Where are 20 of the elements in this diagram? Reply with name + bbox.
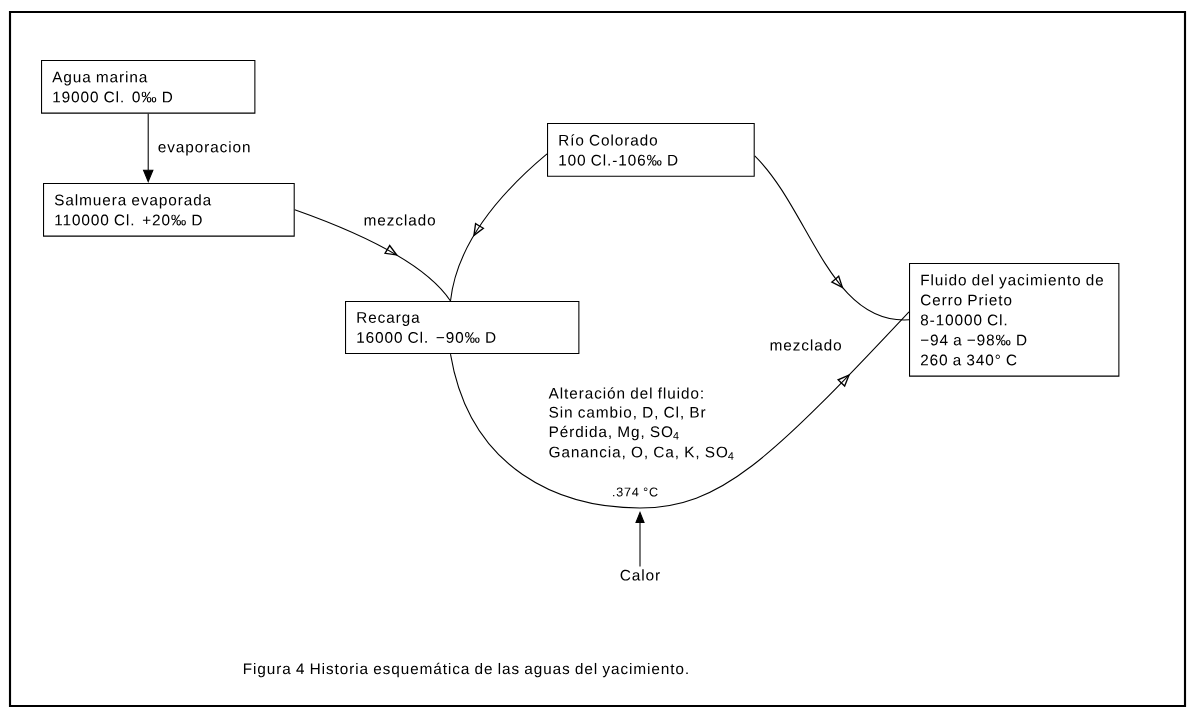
sample-box: Fluido del yacimiento de Cerro Prieto 8-10000 Cl. −94 a −98‰ D 260 a 340° C: [909, 263, 1120, 377]
heat-source-label: Calor: [620, 569, 660, 581]
sample-box: Río Colorado 100 Cl.-106‰ D: [547, 123, 755, 177]
sample-box: Recarga 16000 Cl. −90‰ D: [345, 301, 580, 355]
note-text: Ganancia, O, Ca, K, SO$_{4}$: [549, 446, 734, 460]
arrow: [449, 153, 548, 302]
note-text: Pérdida, Mg, SO$_{4}$: [549, 425, 679, 441]
heat-arrow: [635, 511, 645, 567]
edge-label: evaporacion: [158, 141, 250, 156]
note-text: Sin cambio, D, Cl, Br: [549, 406, 706, 420]
temperature-label: .374 °C: [613, 487, 658, 497]
arrow: [294, 209, 452, 302]
flow-label: mezclado: [770, 339, 841, 351]
note-text: Alteración del fluido:: [548, 387, 703, 399]
sample-box: Salmuera evaporada 110000 Cl. +20‰ D: [43, 183, 295, 237]
caption: Figura 4 Historia esquemática de las aguas del yacimiento.: [243, 662, 688, 678]
sample-box: Agua marina 19000 Cl. 0‰ D: [41, 60, 256, 114]
arrow: [754, 155, 910, 321]
flow-label: mezclado: [364, 214, 435, 226]
arrow: [449, 311, 910, 509]
